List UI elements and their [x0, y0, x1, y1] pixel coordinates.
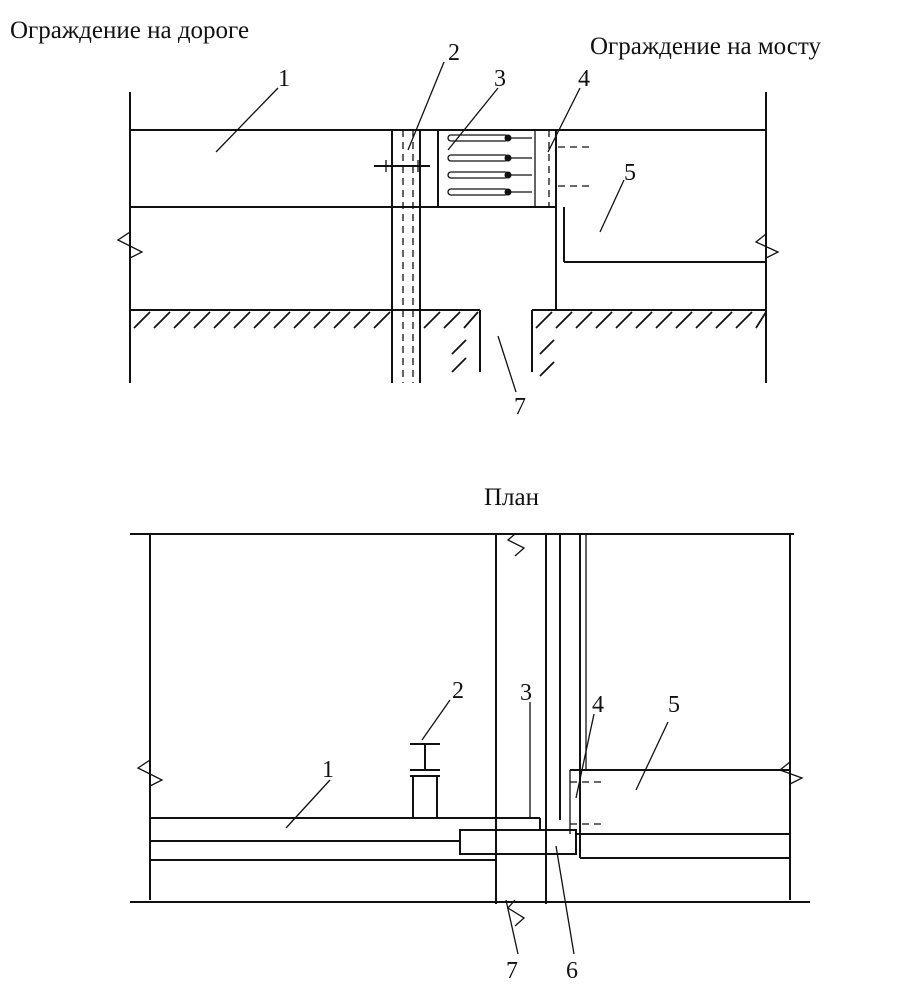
- hatch-stroke: [313, 311, 331, 329]
- hatch-stroke: [539, 361, 555, 377]
- hatch-stroke: [353, 311, 371, 329]
- hatch-stroke: [133, 311, 151, 329]
- label-7: 7: [514, 394, 526, 420]
- plan-post-i-section: [410, 743, 440, 818]
- plan-break-right: [778, 761, 804, 785]
- hatch-stroke: [193, 311, 211, 329]
- plan-label-2: 2: [452, 678, 464, 704]
- hatch-stroke: [735, 311, 753, 329]
- hatch-stroke: [715, 311, 733, 329]
- leader-4: [547, 87, 581, 153]
- bridge-guardrail-title: Ограждение на мосту: [590, 33, 821, 60]
- hatch-stroke: [655, 311, 673, 329]
- hatch-stroke: [213, 311, 231, 329]
- hatch-stroke: [451, 357, 467, 373]
- hatch-stroke: [173, 311, 191, 329]
- hatch-stroke: [675, 311, 693, 329]
- elevation-view: 1 2 3 4 5 7: [116, 40, 780, 420]
- hatch-stroke: [555, 311, 573, 329]
- plan-label-1: 1: [322, 757, 334, 783]
- plan-leader-5: [635, 721, 669, 791]
- label-5: 5: [624, 160, 636, 186]
- plan-label-5: 5: [668, 692, 680, 718]
- label-3: 3: [494, 66, 506, 92]
- hatch-stroke: [153, 311, 171, 329]
- hatch-stroke: [463, 311, 479, 329]
- label-1: 1: [278, 66, 290, 92]
- hatch-stroke: [373, 311, 391, 329]
- plan-leader-6: [555, 845, 575, 955]
- break-mark-right: [754, 233, 780, 259]
- hatch-stroke: [293, 311, 311, 329]
- ground-hatching: [133, 311, 767, 377]
- hatch-stroke: [575, 311, 593, 329]
- plate-slots: [447, 134, 532, 196]
- plan-leader-7: [505, 899, 519, 955]
- plan-label-4: 4: [592, 692, 604, 718]
- hatch-stroke: [233, 311, 251, 329]
- transition-plate: [437, 129, 557, 208]
- plan-label-7: 7: [506, 958, 518, 984]
- hatch-stroke: [443, 311, 461, 329]
- hatch-stroke: [423, 311, 441, 329]
- hatch-stroke: [535, 311, 553, 329]
- plan-leader-1: [285, 779, 331, 829]
- plan-transition-plate: [459, 829, 577, 855]
- plan-view: 1 2 3 4 5 6 7: [130, 533, 810, 984]
- plan-title: План: [484, 484, 539, 511]
- label-4: 4: [578, 66, 590, 92]
- road-guardrail-title: Ограждение на дороге: [10, 17, 249, 44]
- hatch-stroke: [635, 311, 653, 329]
- plan-leader-4: [575, 713, 595, 799]
- plan-break-left: [136, 759, 164, 787]
- hatch-stroke: [695, 311, 713, 329]
- label-2: 2: [448, 40, 460, 66]
- plan-label-6: 6: [566, 958, 578, 984]
- hatch-stroke: [333, 311, 351, 329]
- leader-7: [497, 335, 517, 393]
- hatch-stroke: [755, 311, 767, 329]
- hatch-stroke: [451, 339, 467, 355]
- hatch-stroke: [595, 311, 613, 329]
- hatch-stroke: [539, 339, 555, 355]
- leader-2: [407, 61, 445, 151]
- plan-leader-2: [421, 699, 451, 741]
- hatch-stroke: [615, 311, 633, 329]
- hatch-stroke: [253, 311, 271, 329]
- hatch-stroke: [273, 311, 291, 329]
- leader-1: [215, 87, 279, 153]
- leader-3: [447, 87, 499, 151]
- plan-label-3: 3: [520, 680, 532, 706]
- leader-5: [599, 179, 625, 233]
- break-mark-left: [116, 231, 144, 259]
